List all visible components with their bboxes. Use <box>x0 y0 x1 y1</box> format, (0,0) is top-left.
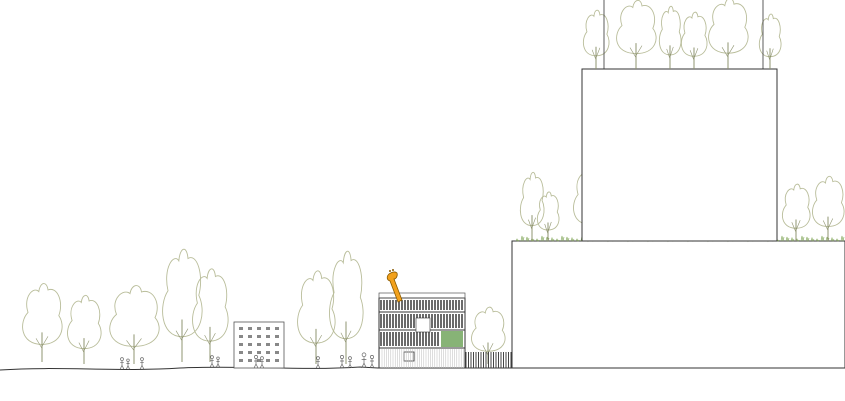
person-figure <box>315 356 321 369</box>
main-building <box>378 292 466 369</box>
tree <box>519 171 545 241</box>
ground-floor-cladding <box>381 349 464 368</box>
person-figure <box>361 352 367 369</box>
tree <box>22 283 63 362</box>
apartment-windows <box>239 327 279 362</box>
tree <box>536 191 560 241</box>
trees-tower-roof <box>582 0 782 69</box>
green-wall <box>441 331 463 347</box>
tree <box>67 294 102 364</box>
person-figure <box>253 355 259 369</box>
person-figure <box>119 357 125 370</box>
tower-block <box>581 68 778 242</box>
tree <box>162 248 203 362</box>
ground-line <box>0 366 845 371</box>
tree <box>708 0 749 69</box>
fence <box>465 352 512 368</box>
trees-left <box>22 248 506 364</box>
person-figure <box>216 356 220 368</box>
person-figure <box>209 355 215 368</box>
main-building-windows <box>380 300 463 346</box>
tree <box>329 250 364 364</box>
tree <box>616 0 657 69</box>
tree <box>297 270 336 364</box>
person-figure <box>126 358 130 370</box>
person-figure <box>139 357 145 370</box>
person-figure <box>339 355 345 369</box>
person-figure <box>259 356 265 369</box>
entrance-door <box>403 351 415 362</box>
tree <box>781 183 811 241</box>
tree <box>680 11 708 69</box>
tree <box>109 285 160 364</box>
tree <box>812 175 845 241</box>
podium-block <box>511 240 845 369</box>
apartment-block <box>233 321 285 369</box>
tree <box>658 5 682 69</box>
tree <box>192 268 229 362</box>
tree <box>582 9 610 69</box>
giraffe-sculpture <box>386 269 403 303</box>
people-figures <box>119 352 375 370</box>
person-figure <box>369 355 375 369</box>
tree <box>758 13 782 69</box>
person-figure <box>347 356 353 369</box>
